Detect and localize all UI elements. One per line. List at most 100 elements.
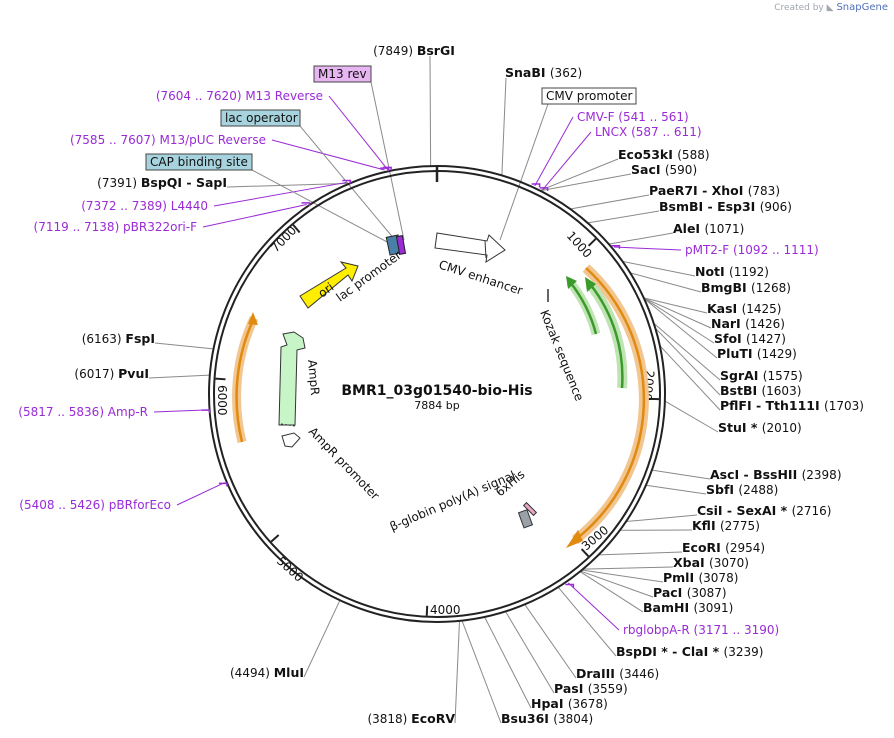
site-stui: StuI * (2010) — [718, 420, 802, 435]
tick-label-4000: 4000 — [430, 603, 461, 617]
site-pflfi-tth111i: PflFI - Tth111I (1703) — [720, 398, 864, 413]
leader-pasi — [505, 611, 555, 694]
primer-pbrforeco: (5408 .. 5426) pBRforEco — [19, 498, 171, 512]
primer-mark-l4440 — [342, 179, 352, 184]
primer-l4440: (7372 .. 7389) L4440 — [81, 199, 208, 213]
primer-mark-cmv-f — [531, 183, 541, 188]
orf-orange-arrowhead — [566, 530, 583, 548]
callout-m13-rev-box — [313, 65, 372, 83]
primer-leader-m13-puc-reverse — [271, 139, 385, 171]
primer-leader-rbglobpa-r — [567, 582, 620, 631]
callout-cap-site-label: CAP binding site — [150, 155, 248, 169]
leader-draiii — [524, 604, 577, 679]
site-asci-bsshii: AscI - BssHII (2398) — [710, 467, 842, 482]
callout-lac-operator-box — [220, 109, 301, 127]
leader-paci — [580, 570, 654, 598]
orf-orange-arrow — [574, 267, 646, 541]
leader-xbai — [582, 566, 674, 570]
leader-saci — [540, 173, 632, 192]
site-noti: NotI (1192) — [695, 264, 769, 279]
leader-bsrgi — [429, 55, 432, 167]
snapgene-logo-icon: ◣ — [826, 3, 834, 13]
primer-mark-pbrforeco — [218, 482, 228, 487]
primer-mark-amp-r — [201, 409, 211, 414]
tick-5000 — [270, 534, 280, 543]
leader-pmli — [581, 569, 664, 583]
tick-label-6000: 6000 — [215, 385, 229, 416]
cmv-enhancer-label: CMV enhancer — [437, 258, 524, 298]
primer-leader-pbrforeco — [176, 482, 225, 506]
site-sbfi: SbfI (2488) — [706, 482, 778, 497]
leader-ecorv — [454, 620, 460, 724]
primer-rbglobpa-r: rbglobpA-R (3171 .. 3190) — [623, 623, 779, 637]
orf-green-outer-arrowhead — [585, 277, 596, 292]
leader-ecori — [598, 551, 683, 556]
primer-leader-pbr322ori-f — [202, 204, 307, 228]
site-eco53ki: Eco53kI (588) — [618, 147, 710, 162]
ampr-feature — [278, 331, 306, 426]
primer-labels: (7604 .. 7620) M13 Reverse(7585 .. 7607)… — [18, 89, 818, 637]
leader-pvui — [148, 374, 210, 379]
primer-pbr322ori-f: (7119 .. 7138) pBR322ori-F — [34, 220, 198, 234]
leader-kasi — [643, 297, 708, 314]
plasmid-name: BMR1_03g01540-bio-His — [341, 383, 532, 399]
leader-paer7i-xhoi — [570, 194, 650, 210]
orf-green-inner-arrowhead — [566, 276, 577, 289]
primer-amp-r: (5817 .. 5836) Amp-R — [18, 405, 148, 419]
tick-7000 — [292, 224, 301, 234]
callout-cap-site: CAP binding site — [145, 153, 253, 171]
primer-leader-cmv-f — [534, 116, 574, 187]
leader-bsmbi-esp3i — [587, 210, 660, 224]
orf-green-outer-arrow — [589, 283, 624, 389]
ampr-promoter-label: AmpR promoter — [306, 424, 382, 502]
site-bamhi: BamHI (3091) — [643, 600, 733, 615]
site-hpai: HpaI (3678) — [531, 696, 608, 711]
orf-left-arrowhead — [248, 312, 258, 325]
site-bspqi-sapi: (7391) BspQI - SapI — [97, 175, 227, 190]
primer-mark-lncx — [539, 187, 549, 191]
site-draiii: DraIII (3446) — [576, 666, 659, 681]
leader-bspqi-sapi — [226, 182, 350, 188]
site-ecori: EcoRI (2954) — [682, 540, 765, 555]
leader-bmgbi — [630, 272, 702, 293]
primer-mark-pbr322ori-f — [301, 202, 311, 206]
callout-lac-operator: lac operator — [220, 109, 301, 127]
watermark-brand: SnapGene — [836, 2, 888, 13]
site-pluti: PluTI (1429) — [717, 346, 797, 361]
snapgene-watermark: Created by ◣ SnapGene — [774, 2, 888, 13]
primer-pmt2-f: pMT2-F (1092 .. 1111) — [685, 243, 819, 257]
leader-sfoi — [643, 297, 715, 344]
site-bstbi: BstBI (1603) — [720, 383, 801, 398]
site-xbai: XbaI (3070) — [673, 555, 749, 570]
primer-mark-pmt2-f — [611, 244, 621, 249]
his-tag-feature — [522, 501, 538, 517]
ori-feature — [299, 261, 359, 309]
site-kfli: KflI (2775) — [692, 518, 760, 533]
leader-pluti — [643, 298, 718, 359]
site-paer7i-xhoi: PaeR7I - XhoI (783) — [649, 183, 780, 198]
cmv-enhancer-divider — [484, 240, 487, 259]
site-saci: SacI (590) — [631, 162, 697, 177]
primer-leader-lncx — [542, 131, 592, 191]
callout-leader-2 — [251, 169, 390, 244]
site-nari: NarI (1426) — [711, 316, 785, 331]
globin-polya-feature — [517, 509, 534, 529]
tick-label-5000: 5000 — [274, 554, 306, 585]
site-bsmbi-esp3i: BsmBI - Esp3I (906) — [659, 199, 792, 214]
leader-alei — [608, 232, 674, 245]
leader-fspi — [154, 342, 214, 350]
site-kasi: KasI (1425) — [707, 301, 781, 316]
callout-cap-site-box — [145, 153, 253, 171]
kozak-label: Kozak sequence — [537, 308, 586, 403]
leader-bspdi-clai — [557, 586, 617, 657]
site-pasi: PasI (3559) — [554, 681, 628, 696]
site-mlui: (4494) MluI — [230, 665, 304, 680]
primer-leader-m13-reverse — [328, 95, 388, 170]
watermark-prefix: Created by — [774, 3, 824, 13]
callout-m13-rev-label: M13 rev — [318, 67, 367, 81]
leader-stui — [664, 400, 719, 433]
site-pvui: (6017) PvuI — [74, 366, 149, 381]
site-snabi: SnaBI (362) — [505, 65, 582, 80]
callout-leader-1 — [299, 125, 396, 241]
callout-cmv-promoter: CMV promoter — [541, 87, 637, 105]
